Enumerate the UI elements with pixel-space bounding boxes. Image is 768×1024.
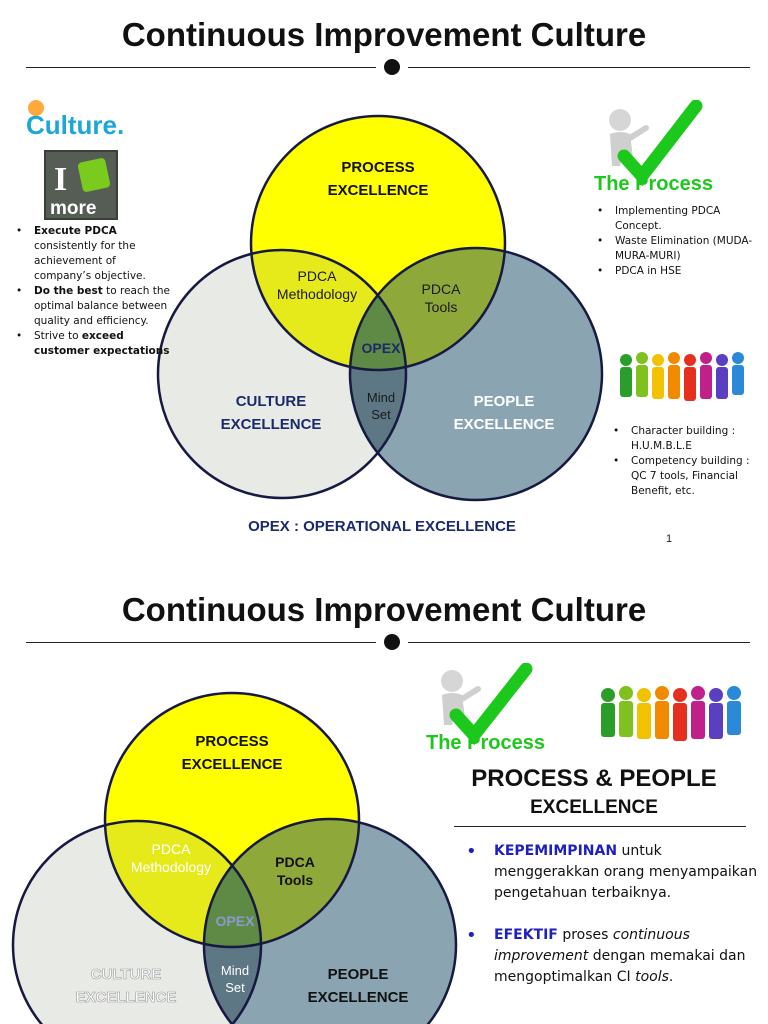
title-rule-left (26, 67, 376, 68)
process-label-1: PROCESS (195, 733, 268, 750)
pdca-methodology-1: PDCA (298, 268, 338, 284)
process-logo-text: The Process (594, 173, 713, 195)
process-bullet-1: Implementing PDCA Concept. (593, 204, 763, 234)
opex-caption: OPEX : OPERATIONAL EXCELLENCE (248, 518, 516, 535)
process-bullet-3: PDCA in HSE (593, 264, 763, 279)
pdca-tools-2: Tools (277, 872, 314, 888)
title-rule-dot (384, 634, 400, 650)
pdca-tools-1: PDCA (275, 854, 315, 870)
i-more-logo: I more (44, 150, 118, 220)
process-logo: The Process (426, 663, 545, 754)
mind-set-1: Mind (221, 963, 249, 978)
culture-bullets: Execute PDCA consistently for the achiev… (12, 224, 170, 359)
people-label-1: PEOPLE (328, 966, 389, 983)
people-group-logo (620, 352, 744, 401)
culture-label-2: EXCELLENCE (221, 416, 322, 433)
people-label-1: PEOPLE (474, 393, 535, 410)
svg-text:I: I (54, 161, 67, 198)
heading-rule (454, 826, 746, 827)
title-rule-right (408, 67, 750, 68)
process-logo-text: The Process (426, 732, 545, 754)
venn-overlap-process-people (350, 248, 505, 370)
pdca-tools-1: PDCA (422, 281, 462, 297)
people-label-2: EXCELLENCE (454, 416, 555, 433)
opex-center-label: OPEX (216, 913, 256, 929)
pdca-methodology-2: Methodology (131, 859, 211, 875)
title-rule-dot (384, 59, 400, 75)
process-label-1: PROCESS (341, 159, 414, 176)
slide-2: Continuous Improvement Culture PROCESS E… (0, 575, 768, 1024)
culture-bullet-3: Strive to exceed customer expectations (12, 329, 170, 359)
title-rule-left (26, 642, 376, 643)
culture-label-1: CULTURE (236, 393, 307, 410)
svg-text:more: more (50, 198, 96, 219)
pdca-methodology-2: Methodology (277, 286, 357, 302)
process-label-2: EXCELLENCE (182, 756, 283, 773)
key-point-1: KEPEMIMPINAN untuk menggerakkan orang me… (454, 841, 760, 904)
culture-label-1: CULTURE (91, 966, 162, 983)
culture-bullet-1: Execute PDCA consistently for the achiev… (12, 224, 170, 284)
pdca-tools-2: Tools (425, 299, 458, 315)
slide-1: Continuous Improvement Culture PROCESS E… (0, 0, 768, 560)
key-points: KEPEMIMPINAN untuk menggerakkan orang me… (454, 841, 760, 1009)
slide-title: Continuous Improvement Culture (121, 16, 647, 53)
slide-title: Continuous Improvement Culture (121, 591, 647, 628)
title-rule-right (408, 642, 750, 643)
pdca-methodology-1: PDCA (152, 841, 192, 857)
people-bullet-1: Character building : H.U.M.B.L.E (609, 424, 759, 454)
process-bullets: Implementing PDCA Concept. Waste Elimina… (593, 204, 763, 279)
culture-logo-text: Culture. (26, 110, 124, 140)
mind-set-2: Set (225, 980, 245, 995)
culture-logo: Culture. (26, 100, 124, 140)
process-bullet-2: Waste Elimination (MUDA-MURA-MURI) (593, 234, 763, 264)
culture-label-2: EXCELLENCE (76, 989, 177, 1006)
mind-set-2: Set (371, 407, 391, 422)
people-bullet-2: Competency building : QC 7 tools, Financ… (609, 454, 759, 499)
key-point-2: EFEKTIF proses continuous improvement de… (454, 925, 760, 988)
opex-center-label: OPEX (362, 340, 402, 356)
people-label-2: EXCELLENCE (308, 989, 409, 1006)
process-people-subheading: EXCELLENCE (530, 797, 658, 818)
venn-diagram: PROCESS EXCELLENCE CULTURE EXCELLENCE PE… (11, 691, 458, 1024)
mind-set-1: Mind (367, 390, 395, 405)
culture-bullet-2: Do the best to reach the optimal balance… (12, 284, 170, 329)
venn-diagram: PROCESS EXCELLENCE CULTURE EXCELLENCE PE… (156, 114, 604, 535)
process-logo: The Process (594, 100, 713, 195)
people-bullets: Character building : H.U.M.B.L.E Compete… (609, 424, 759, 499)
venn-overlap-process-culture (251, 250, 406, 370)
process-label-2: EXCELLENCE (328, 182, 429, 199)
people-group-logo (601, 686, 741, 741)
page-number: 1 (666, 533, 673, 545)
process-people-heading: PROCESS & PEOPLE (471, 765, 717, 792)
